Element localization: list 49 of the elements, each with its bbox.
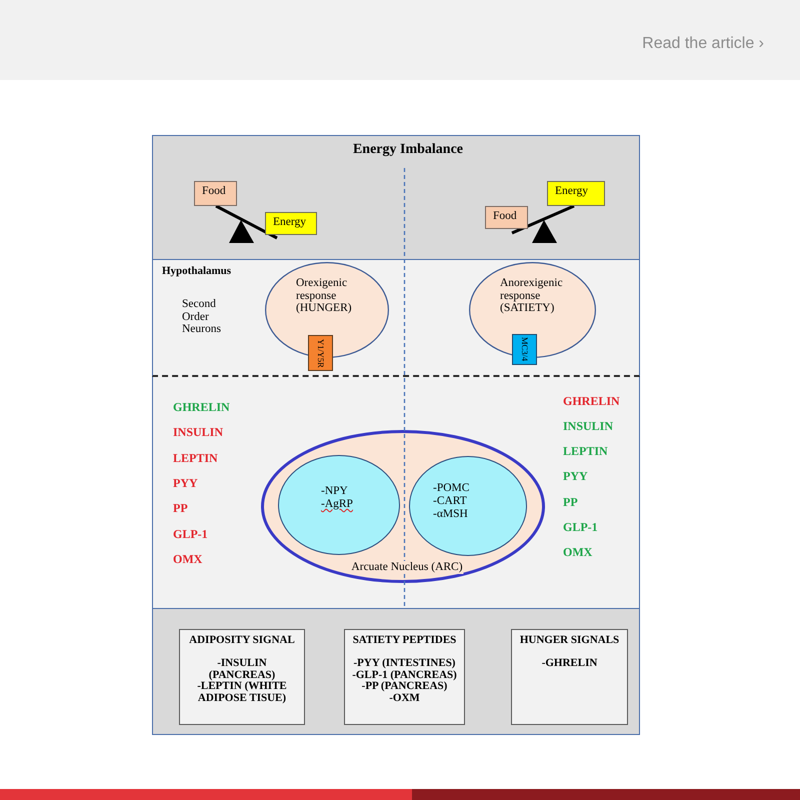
hormone-label: PYY [563, 469, 588, 483]
weight-box: Food [485, 206, 528, 229]
list-item: -LEPTIN (WHITE ADIPOSE TISUE) [196, 681, 288, 704]
list-item: -GLP-1 (PANCREAS) [352, 670, 457, 680]
response-label: Orexigenic response (HUNGER) [296, 277, 353, 314]
response-label: Anorexigenic response (SATIETY) [500, 277, 564, 314]
hormone-label: OMX [173, 552, 202, 566]
panel-title: Hypothalamus [162, 265, 232, 278]
peptide-label: -NPY [321, 485, 348, 498]
receptor-box: MC3/4 [512, 334, 537, 365]
hormone-label: PP [173, 501, 188, 515]
hormone-label: OMX [563, 545, 592, 559]
weight-box: Energy [547, 181, 605, 206]
list-item: -PP (PANCREAS) [362, 681, 448, 692]
signal-box [179, 629, 305, 725]
panel [152, 135, 640, 260]
hormone-label: PYY [173, 476, 198, 490]
weight-box: Energy [265, 212, 317, 235]
peptide-label: -POMC [433, 482, 470, 495]
hormone-label: PP [563, 495, 578, 509]
list-item: -PYY (INTESTINES) [354, 658, 456, 670]
panel [152, 377, 640, 609]
signal-box [511, 629, 628, 725]
nucleus-label: Arcuate Nucleus (ARC) [350, 561, 464, 574]
peptide-label: -αMSH [433, 508, 468, 521]
peptide-label: -CART [433, 495, 467, 508]
hormone-label: GHRELIN [563, 394, 620, 408]
peptide-label: -AgRP [321, 498, 353, 511]
hormone-label: INSULIN [173, 425, 224, 439]
article-link: Read the article › [642, 34, 764, 53]
list-item: -INSULIN (PANCREAS) [208, 658, 276, 680]
hormone-label: LEPTIN [563, 444, 608, 458]
list-item: -OXM [389, 692, 420, 704]
panel [152, 260, 640, 377]
receptor-box: Y1/Y5R [308, 335, 333, 371]
hormone-label: LEPTIN [173, 451, 218, 465]
neuron-label: Second Order Neurons [182, 298, 222, 336]
panel-title: Energy Imbalance [352, 142, 464, 158]
hormone-label: GLP-1 [173, 527, 208, 541]
box-heading: ADIPOSITY SIGNAL [189, 634, 295, 647]
hormone-label: INSULIN [563, 419, 614, 433]
list-item: -GHRELIN [542, 658, 598, 670]
box-heading: SATIETY PEPTIDES [352, 634, 456, 647]
hormone-label: GLP-1 [563, 520, 598, 534]
box-heading: HUNGER SIGNALS [520, 634, 620, 647]
panel [152, 609, 640, 735]
weight-box: Food [194, 181, 237, 206]
hormone-label: GHRELIN [173, 400, 230, 414]
signal-box [344, 629, 465, 725]
